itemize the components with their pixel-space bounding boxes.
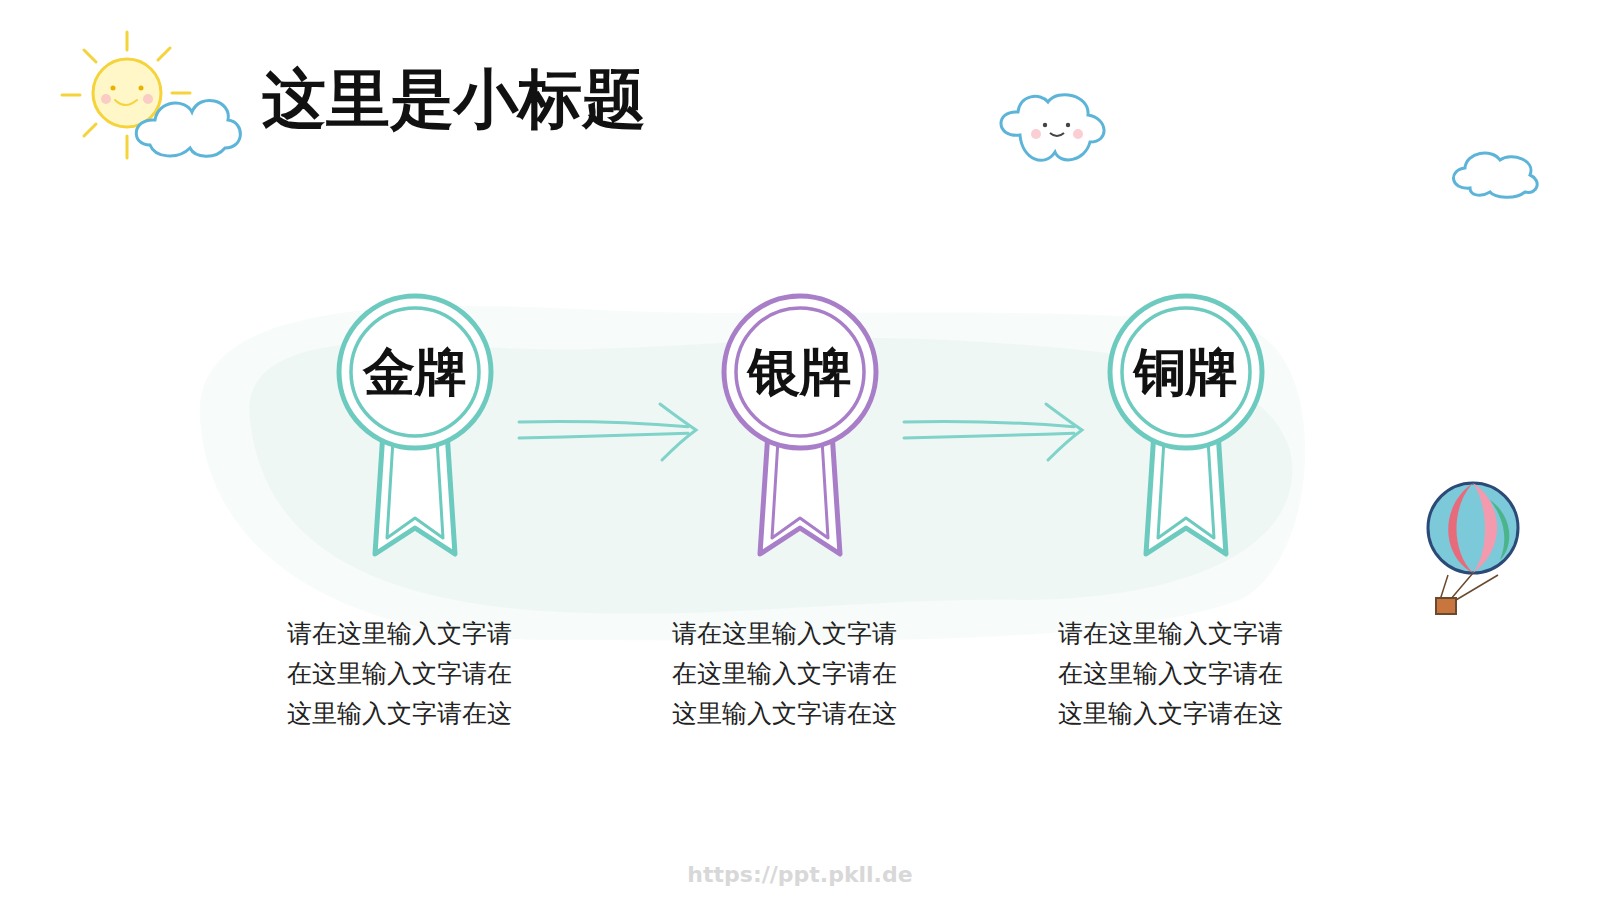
cloud-face [1001,95,1104,161]
medal-node: 铜牌请在这里输入文字请 在这里输入文字请在 这里输入文字请在这 [1051,292,1321,742]
flow-arrow [519,404,696,460]
medal-heading: 银牌 [665,340,935,404]
flow-arrow [904,404,1082,460]
medal-icon [1106,292,1266,567]
slide-title: 这里是小标题 [262,56,646,143]
medal-description: 请在这里输入文字请 在这里输入文字请在 这里输入文字请在这 [287,614,527,734]
cloud [1454,153,1538,197]
medal-icon [720,292,880,567]
medal-node: 银牌请在这里输入文字请 在这里输入文字请在 这里输入文字请在这 [665,292,935,742]
medal-icon [335,292,495,567]
cloud [136,100,240,156]
medal-heading: 铜牌 [1051,340,1321,404]
watermark: https://ppt.pkll.de [0,862,1600,887]
medal-description: 请在这里输入文字请 在这里输入文字请在 这里输入文字请在这 [1058,614,1298,734]
hot-air-balloon [1428,483,1518,614]
medal-node: 金牌请在这里输入文字请 在这里输入文字请在 这里输入文字请在这 [280,292,550,742]
medal-heading: 金牌 [280,340,550,404]
medal-description: 请在这里输入文字请 在这里输入文字请在 这里输入文字请在这 [672,614,912,734]
cloud-face-features [1031,123,1083,139]
sun-face [101,86,153,105]
